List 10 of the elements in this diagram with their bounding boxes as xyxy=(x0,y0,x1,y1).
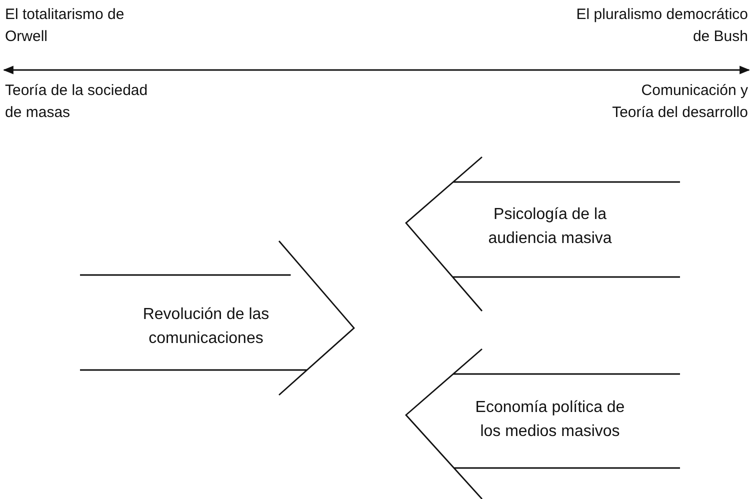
scale-end-label: Teoría de la sociedad de masas xyxy=(5,81,149,123)
arrow-band-shape xyxy=(406,349,680,499)
band-label: Psicología de la audiencia masiva xyxy=(487,205,613,249)
band-label: Revolución de las comunicaciones xyxy=(142,305,270,349)
arrow-band-shape xyxy=(80,241,354,395)
arrow-band-shape xyxy=(406,157,680,311)
scale-end-label: El totalitarismo de Orwell xyxy=(5,5,125,47)
scale-end-label: Comunicación y Teoría del desarrollo xyxy=(611,81,748,123)
scale-end-label: El pluralismo democrático de Bush xyxy=(575,5,748,47)
band-label: Economía política de los medios masivos xyxy=(474,398,626,442)
